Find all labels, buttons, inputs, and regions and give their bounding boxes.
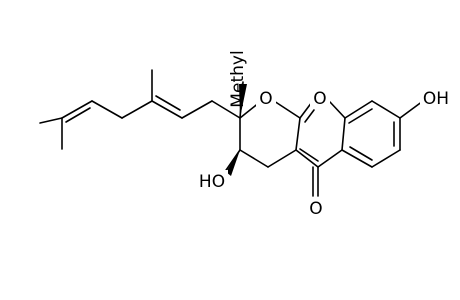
bond <box>239 149 269 168</box>
stereo-wedge <box>226 150 240 176</box>
bond <box>295 149 319 168</box>
methyl-label: Methyl <box>228 50 248 107</box>
hydroxyl-label: HO <box>199 172 225 192</box>
bond <box>299 148 319 162</box>
stereo-wedge <box>239 84 247 118</box>
ring-oxygen-label: O <box>313 89 326 109</box>
label-backdrop <box>256 88 276 108</box>
bond <box>295 117 301 151</box>
bond <box>151 100 183 119</box>
ring-oxygen-label: O <box>259 89 272 109</box>
bond <box>371 149 401 168</box>
bond <box>317 149 343 168</box>
bond <box>181 100 213 119</box>
bond <box>329 101 346 119</box>
bond <box>399 100 424 119</box>
bond <box>211 100 241 119</box>
bond <box>341 117 346 151</box>
carbonyl-oxygen-label: O <box>309 199 322 219</box>
bond <box>304 109 315 123</box>
label-backdrop <box>420 88 452 110</box>
bond <box>267 149 297 168</box>
hydroxyl-label: OH <box>423 89 449 109</box>
bond <box>371 100 401 119</box>
bond <box>61 100 93 119</box>
atom-labels: O O OH HO O Methyl <box>196 50 452 220</box>
bond <box>273 100 301 119</box>
label-backdrop <box>310 88 330 108</box>
label-backdrop <box>196 170 228 192</box>
bond <box>65 107 91 123</box>
bond <box>121 100 153 119</box>
bond <box>348 108 373 124</box>
bond <box>349 146 373 161</box>
label-backdrop <box>306 198 328 220</box>
bond <box>155 95 181 111</box>
bond <box>39 117 63 124</box>
bond <box>341 149 373 168</box>
bond <box>91 100 123 119</box>
bond <box>344 100 373 119</box>
